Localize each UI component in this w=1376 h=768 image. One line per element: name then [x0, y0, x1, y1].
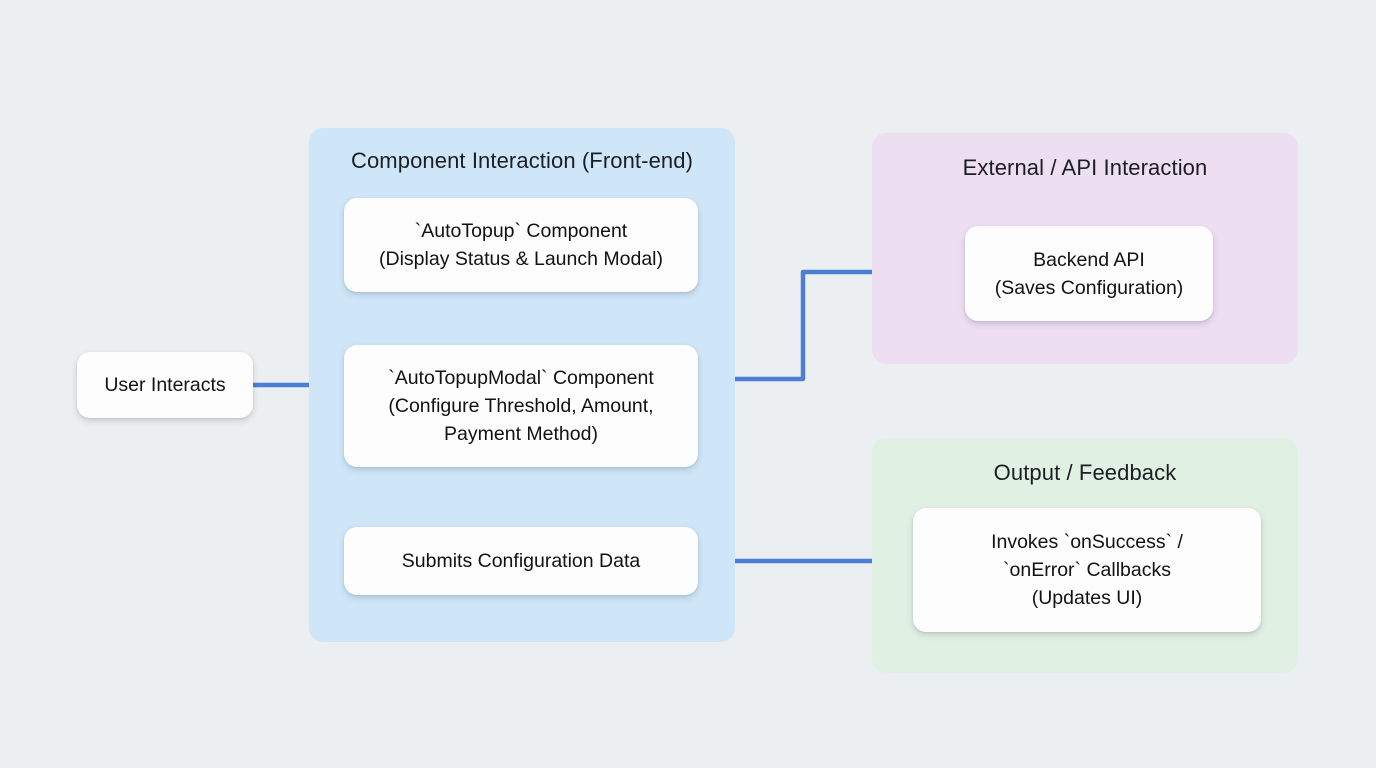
- cluster-frontend-title: Component Interaction (Front-end): [350, 148, 694, 173]
- node-user-interacts[interactable]: User Interacts: [77, 352, 253, 418]
- cluster-api-title: External / API Interaction: [962, 155, 1208, 180]
- node-submits-configuration-data[interactable]: Submits Configuration Data: [344, 527, 698, 595]
- cluster-output-title: Output / Feedback: [993, 460, 1177, 485]
- node-invokes-callbacks[interactable]: Invokes `onSuccess` / `onError` Callback…: [913, 508, 1261, 632]
- node-autotopup-component[interactable]: `AutoTopup` Component (Display Status & …: [344, 198, 698, 292]
- node-backend-api[interactable]: Backend API (Saves Configuration): [965, 226, 1213, 321]
- node-autotopupmodal-component[interactable]: `AutoTopupModal` Component (Configure Th…: [344, 345, 698, 467]
